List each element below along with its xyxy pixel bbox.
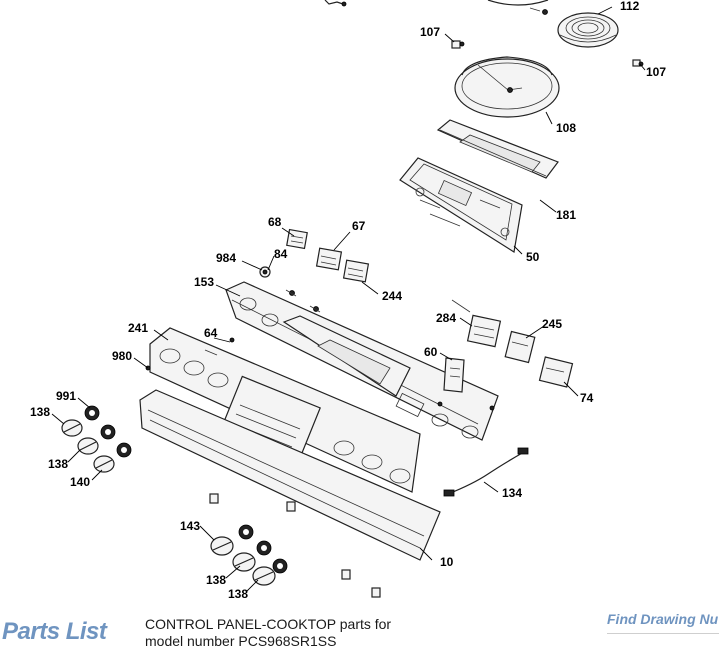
parts-description: CONTROL PANEL-COOKTOP parts for model nu… <box>145 616 391 650</box>
description-line-1: CONTROL PANEL-COOKTOP parts for <box>145 616 392 632</box>
callout-143: 143 <box>180 519 200 533</box>
callout-107: 107 <box>420 25 440 39</box>
infinite-switch-68 <box>286 228 308 250</box>
parts-list-footer: Parts List CONTROL PANEL-COOKTOP parts f… <box>0 606 719 658</box>
callout-labels: 112 107 107 108 181 50 68 67 984 84 244 … <box>30 0 666 601</box>
control-board-50 <box>399 157 523 253</box>
callout-138: 138 <box>206 573 226 587</box>
leader-lines <box>51 6 646 593</box>
callout-68: 68 <box>268 215 282 229</box>
callout-984: 984 <box>216 251 236 265</box>
knob-insert-984 <box>259 266 271 278</box>
callout-991: 991 <box>56 389 76 403</box>
callout-241: 241 <box>128 321 148 335</box>
switch-74 <box>538 356 574 388</box>
switch-67 <box>315 247 343 271</box>
callout-153: 153 <box>194 275 214 289</box>
description-line-2: model number PCS968SR1SS <box>145 633 337 649</box>
callout-64: 64 <box>204 326 218 340</box>
element-ring-108 <box>454 56 560 118</box>
switch-244 <box>342 259 370 283</box>
clips <box>209 493 381 598</box>
callout-84: 84 <box>274 247 288 261</box>
wire-harness-134 <box>443 447 529 497</box>
callout-138: 138 <box>30 405 50 419</box>
callout-67: 67 <box>352 219 366 233</box>
callout-50: 50 <box>526 250 540 264</box>
callout-980: 980 <box>112 349 132 363</box>
callout-138: 138 <box>48 457 68 471</box>
bracket-screw-107-left <box>451 40 465 49</box>
relay-284 <box>451 299 502 348</box>
knobs-bottom <box>210 524 288 586</box>
diagram-canvas: 112 107 107 108 181 50 68 67 984 84 244 … <box>30 0 666 601</box>
callout-107: 107 <box>646 65 666 79</box>
callout-140: 140 <box>70 475 90 489</box>
callout-244: 244 <box>382 289 402 303</box>
label-60 <box>443 357 465 393</box>
overlay-181 <box>436 119 559 179</box>
radiant-element-112 <box>557 12 619 48</box>
knobs-left <box>61 405 132 473</box>
callout-10: 10 <box>440 555 454 569</box>
top-edge-parts <box>324 0 549 15</box>
panel-trim-10 <box>139 389 441 561</box>
callout-108: 108 <box>556 121 576 135</box>
exploded-parts-diagram: 112 107 107 108 181 50 68 67 984 84 244 … <box>30 0 666 601</box>
callout-138: 138 <box>228 587 248 601</box>
callout-74: 74 <box>580 391 594 405</box>
parts-list-heading: Parts List <box>2 618 107 645</box>
callout-245: 245 <box>542 317 562 331</box>
find-drawing-number-link[interactable]: Find Drawing Nu <box>607 611 719 634</box>
callout-284: 284 <box>436 311 456 325</box>
callout-181: 181 <box>556 208 576 222</box>
switch-245 <box>504 330 536 364</box>
screws-84 <box>285 289 321 313</box>
bracket-screw-107-right <box>632 59 644 67</box>
callout-112: 112 <box>620 0 640 13</box>
callout-134: 134 <box>502 486 522 500</box>
control-panel-frame-153 <box>225 281 499 441</box>
callout-60: 60 <box>424 345 438 359</box>
